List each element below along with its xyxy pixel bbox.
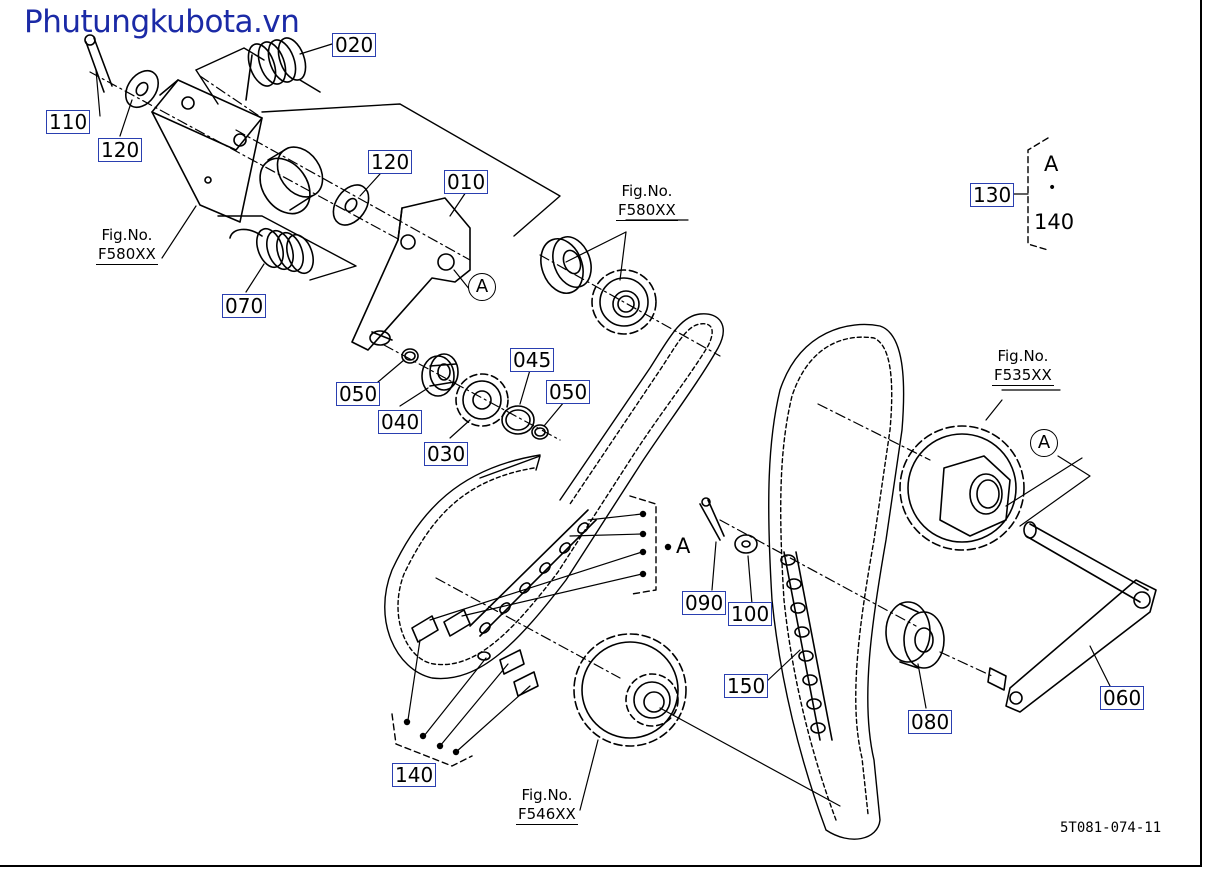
- callout-020[interactable]: 020: [332, 33, 377, 57]
- axis-large-sprocket: [817, 403, 931, 461]
- fig-ref-prefix: Fig.No.: [997, 347, 1049, 365]
- bearing-upper: [540, 236, 592, 294]
- callout-110[interactable]: 110: [46, 110, 91, 134]
- callout-040[interactable]: 040: [378, 410, 423, 434]
- callout-130[interactable]: 130: [970, 183, 1015, 207]
- axis-lower-right: [659, 707, 841, 807]
- drawing-code: 5T081-074-11: [1060, 820, 1162, 836]
- bracket-130-dot: •: [1048, 180, 1057, 196]
- tension-arm-010: [351, 197, 471, 351]
- callout-045[interactable]: 045: [510, 348, 555, 372]
- sprocket-lower: [573, 633, 687, 747]
- bracket-130-bottom: 140: [1034, 210, 1075, 234]
- pin-090: [699, 497, 725, 541]
- fig-ref-prefix: Fig.No.: [101, 226, 153, 244]
- callout-140[interactable]: 140: [392, 763, 437, 787]
- site-watermark: Phutungkubota.vn: [24, 4, 300, 40]
- callout-080[interactable]: 080: [908, 710, 953, 734]
- axis-idler: [719, 519, 917, 627]
- chain-link-parts: [411, 609, 539, 697]
- leader-lines-upper: [89, 71, 721, 441]
- callout-120[interactable]: 120: [98, 138, 143, 162]
- washer-100: [734, 534, 758, 554]
- fig-ref-f580xx-right[interactable]: Fig.No. F580XX: [616, 182, 678, 221]
- callout-010[interactable]: 010: [444, 170, 489, 194]
- washer-120-mid: [332, 184, 370, 226]
- callout-150[interactable]: 150: [724, 674, 769, 698]
- callout-060[interactable]: 060: [1100, 686, 1145, 710]
- sprocket-upper: [591, 269, 657, 335]
- callout-leaders: [95, 43, 1111, 811]
- link-dots: [403, 510, 672, 756]
- chain-150: [780, 551, 833, 741]
- callout-120-mid[interactable]: 120: [368, 150, 413, 174]
- leader-large-a-2: [1019, 455, 1091, 527]
- spring-070: [229, 227, 314, 275]
- arm-060: [939, 521, 1157, 713]
- washer-120-top: [124, 69, 160, 109]
- fig-ref-number: F546XX: [518, 805, 576, 823]
- axis-lower-sprocket: [435, 577, 621, 679]
- fig-ref-prefix: Fig.No.: [621, 182, 673, 200]
- fig-ref-f546xx[interactable]: Fig.No. F546XX: [516, 786, 578, 825]
- bracket-lines-upper: [195, 47, 561, 479]
- fig-ref-f535xx[interactable]: Fig.No. F535XX: [992, 347, 1054, 386]
- link-leaders: [407, 513, 643, 753]
- chain-loop-left: [384, 313, 724, 680]
- fig-ref-number: F580XX: [98, 245, 156, 263]
- fig-ref-f580xx-left[interactable]: Fig.No. F580XX: [96, 226, 158, 265]
- bushing-collar: [259, 146, 324, 215]
- dashed-brackets: [391, 137, 1049, 767]
- pin-110: [84, 34, 113, 93]
- frame-bottom-border: [0, 865, 1202, 867]
- callout-070[interactable]: 070: [222, 294, 267, 318]
- circle-marker-a-arm: A: [468, 273, 496, 301]
- idler-080: [885, 601, 945, 669]
- callout-050-right[interactable]: 050: [546, 380, 591, 404]
- bracket-130-top: A: [1044, 152, 1059, 176]
- callout-090[interactable]: 090: [682, 591, 727, 615]
- frame-right-border: [1200, 0, 1202, 866]
- roller-040: [421, 353, 459, 397]
- bracket-label-a: A: [676, 534, 691, 558]
- sprocket-030: [455, 373, 509, 427]
- leader-large-a: [1005, 457, 1083, 507]
- mounting-bracket: [151, 79, 263, 223]
- callout-050-left[interactable]: 050: [336, 382, 381, 406]
- spring-020: [245, 37, 321, 101]
- callout-030[interactable]: 030: [424, 442, 469, 466]
- fig-ref-prefix: Fig.No.: [521, 786, 573, 804]
- circle-marker-a-sprocket: A: [1030, 429, 1058, 457]
- sprocket-large: [899, 425, 1025, 551]
- ring-045: [501, 405, 535, 435]
- fig-ref-number: F535XX: [994, 366, 1052, 384]
- callout-100[interactable]: 100: [728, 602, 773, 626]
- fig-ref-number: F580XX: [618, 201, 676, 219]
- chain-loop-right: [768, 323, 905, 840]
